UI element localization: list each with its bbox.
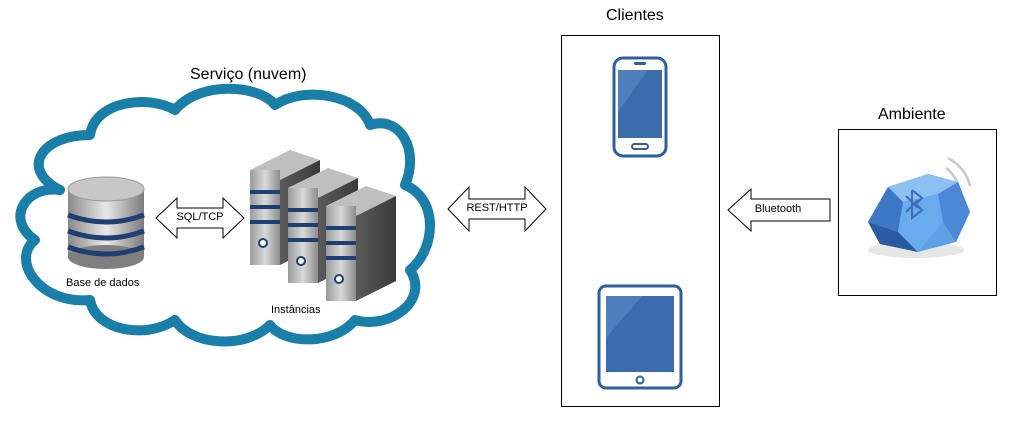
sql-double-arrow bbox=[155, 196, 245, 240]
environment-box bbox=[838, 129, 997, 296]
instances-label: Instâncias bbox=[271, 304, 321, 316]
service-title: Serviço (nuvem) bbox=[190, 66, 307, 83]
clients-title: Clientes bbox=[606, 7, 664, 24]
rest-link-label: REST/HTTP bbox=[466, 202, 528, 214]
bluetooth-link-label: Bluetooth bbox=[754, 203, 802, 215]
bluetooth-arrow bbox=[727, 187, 831, 233]
smartphone-icon bbox=[612, 56, 668, 158]
clients-box bbox=[561, 35, 720, 407]
sql-link-label: SQL/TCP bbox=[176, 211, 224, 223]
server-stack-icon bbox=[250, 150, 396, 301]
bluetooth-beacon-icon bbox=[868, 156, 972, 258]
database-icon bbox=[67, 176, 145, 269]
rest-double-arrow bbox=[447, 185, 547, 233]
database-label: Base de dados bbox=[66, 277, 140, 289]
environment-title: Ambiente bbox=[878, 106, 946, 123]
tablet-icon bbox=[597, 284, 683, 390]
